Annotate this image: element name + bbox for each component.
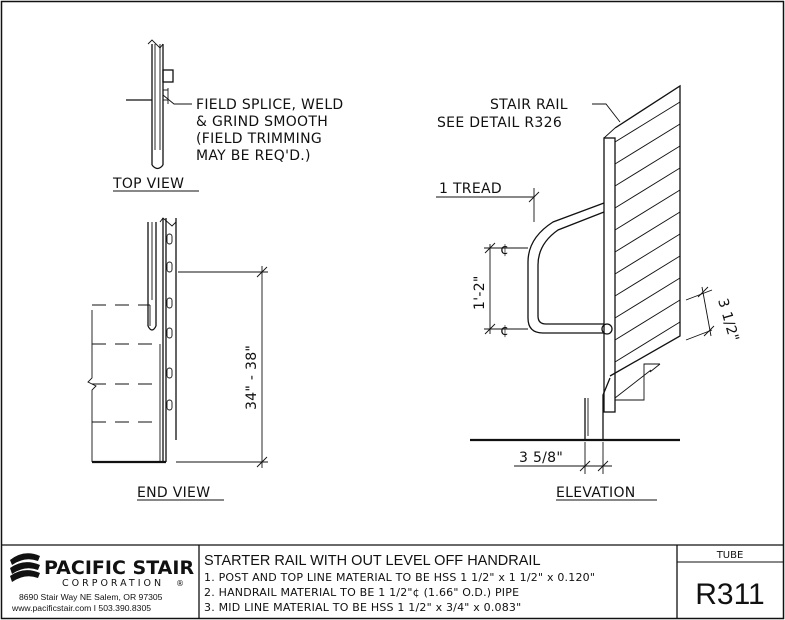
field-splice-line-2: & GRIND SMOOTH: [196, 114, 328, 130]
elevation-drawing: [436, 84, 715, 474]
offset-dimension-three-five-eighths: 3 5/8": [519, 450, 563, 466]
material-note-1: 1. POST AND TOP LINE MATERIAL TO BE HSS …: [204, 571, 595, 584]
field-splice-line-1: FIELD SPLICE, WELD: [196, 97, 344, 113]
top-view-drawing: [126, 39, 192, 170]
company-name: PACIFIC STAIR: [44, 557, 194, 579]
handrail-height-dimension: 1'-2": [472, 275, 488, 310]
company-contact: www.pacificstair.com I 503.390.8305: [11, 603, 151, 613]
material-note-2: 2. HANDRAIL MATERIAL TO BE 1 1/2"¢ (1.66…: [204, 586, 519, 599]
company-subtitle: CORPORATION: [62, 578, 164, 589]
end-view-drawing: [87, 217, 268, 468]
field-splice-line-4: MAY BE REQ'D.): [196, 148, 311, 164]
elevation-label: ELEVATION: [556, 485, 636, 501]
material-note-3: 3. MID LINE MATERIAL TO BE HSS 1 1/2" x …: [204, 601, 521, 614]
drawing-title: STARTER RAIL WITH OUT LEVEL OFF HANDRAIL: [204, 553, 541, 569]
offset-dimension-three-half: 3 1/2": [714, 297, 742, 344]
company-logo-icon: [10, 553, 40, 582]
stair-rail-callout-1: STAIR RAIL: [490, 97, 568, 113]
company-address: 8690 Stair Way NE Salem, OR 97305: [19, 592, 163, 602]
stair-rail-callout-2: SEE DETAIL R326: [437, 115, 562, 131]
top-view-label: TOP VIEW: [112, 176, 184, 192]
end-view-label: END VIEW: [137, 485, 210, 501]
detail-number: R311: [695, 578, 765, 611]
centerline-mark-bottom: ¢: [500, 323, 509, 339]
one-tread-dimension: 1 TREAD: [439, 181, 502, 197]
type-label: TUBE: [716, 550, 744, 561]
title-block: [1, 544, 784, 618]
field-splice-line-3: (FIELD TRIMMING: [196, 131, 322, 147]
registered-mark: ®: [176, 579, 184, 588]
centerline-mark-top: ¢: [500, 242, 509, 258]
rail-height-dimension: 34" - 38": [244, 345, 260, 410]
